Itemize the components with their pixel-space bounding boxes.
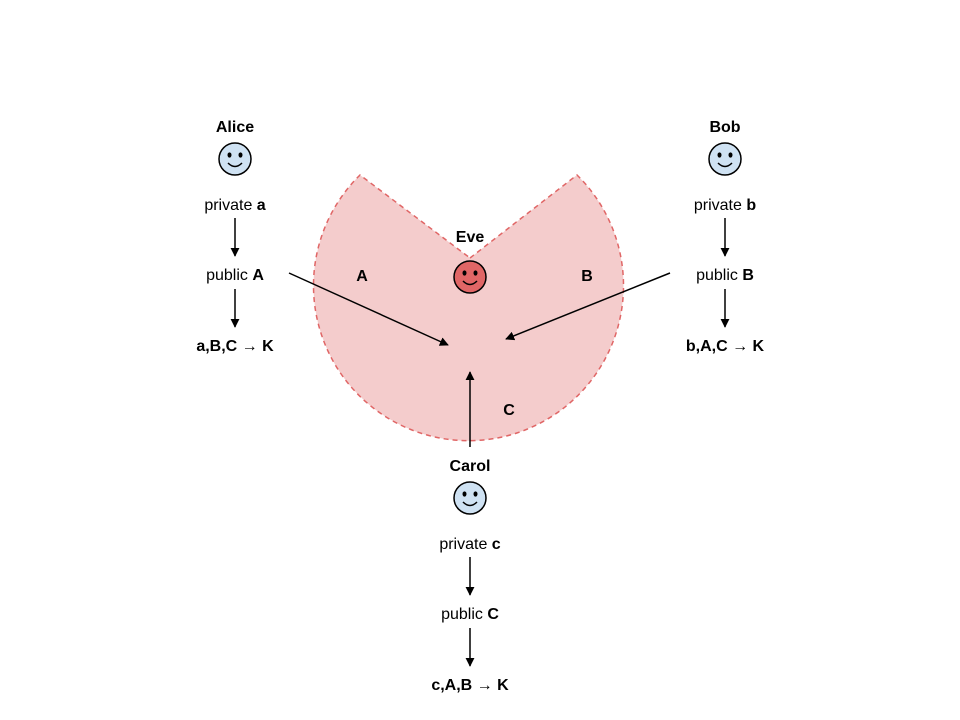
observed-label-a: A (356, 268, 368, 285)
broadcast-arrow-alice (288, 272, 449, 346)
observed-label-b: B (581, 268, 593, 285)
party-carol: Carol private c public C c,A,B → K (431, 458, 509, 694)
alice-smiley-face-icon (218, 142, 252, 176)
carol-private-key: private c (439, 536, 500, 553)
carol-name: Carol (450, 458, 491, 475)
eve-group: Eve (453, 229, 487, 294)
carol-public-key: public C (441, 606, 499, 623)
bob-shared-key-derivation: b,A,C → K (686, 338, 765, 355)
broadcast-arrow-bob (505, 272, 671, 341)
eve-face-icon (453, 260, 487, 294)
alice-name: Alice (216, 119, 254, 136)
eve-name: Eve (456, 229, 485, 246)
carol-shared-key-derivation: c,A,B → K (431, 677, 509, 694)
party-bob: Bob private b public B b,A,C → K (686, 119, 765, 355)
alice-shared-key-derivation: a,B,C → K (196, 338, 274, 355)
eve-observation-region (312, 174, 625, 442)
alice-public-key: public A (206, 267, 264, 284)
carol-smiley-face-icon (453, 481, 487, 515)
bob-private-key: private b (694, 197, 756, 214)
bob-smiley-face-icon (708, 142, 742, 176)
bob-public-key: public B (696, 267, 754, 284)
alice-private-key: private a (204, 197, 265, 214)
bob-name: Bob (709, 119, 740, 136)
observed-label-c: C (503, 402, 515, 419)
party-alice: Alice private a public A a,B,C → K (196, 119, 274, 355)
